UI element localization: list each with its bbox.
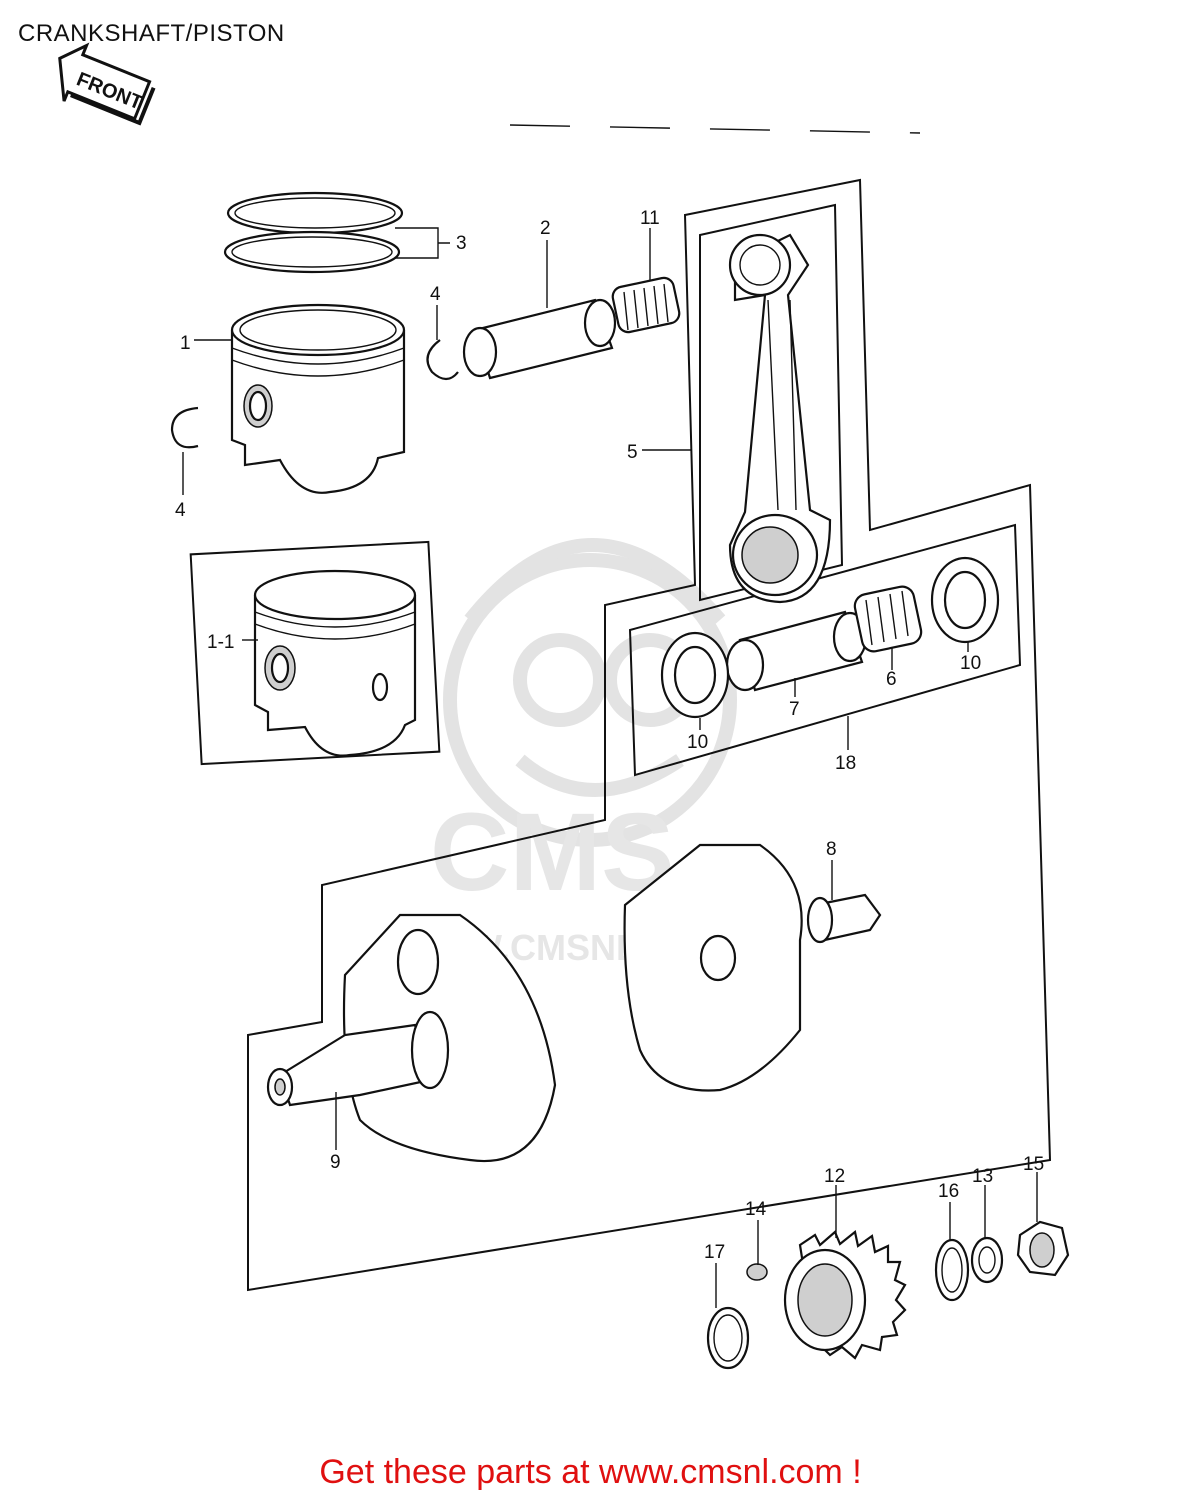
callout-15: 15	[1023, 1154, 1044, 1175]
callout-18: 18	[835, 753, 856, 774]
callout-1: 1	[180, 333, 191, 354]
callout-5: 5	[627, 442, 638, 463]
connecting-rod-kit-outline	[699, 203, 844, 602]
callout-13: 13	[972, 1166, 993, 1187]
callout-11: 11	[640, 208, 660, 229]
page-title: CRANKSHAFT/PISTON	[18, 20, 285, 47]
crankshaft-assembly-outline	[247, 178, 1052, 1292]
thrust-washer-left	[660, 631, 730, 719]
callout-10-right: 10	[960, 653, 981, 674]
crankshaft-nut	[1016, 1220, 1070, 1277]
piston	[230, 303, 406, 494]
connecting-rod	[728, 233, 832, 604]
callout-2: 2	[540, 218, 551, 239]
crank-pin	[725, 610, 868, 692]
thrust-washer-right	[930, 556, 1000, 644]
front-arrow-icon: FRONT	[58, 42, 156, 126]
piston-alt	[253, 569, 417, 757]
callout-9: 9	[330, 1152, 341, 1173]
callout-14: 14	[745, 1199, 767, 1220]
callout-1-1: 1-1	[207, 632, 234, 653]
crankshaft-gear	[783, 1230, 907, 1360]
big-end-bearing	[853, 585, 923, 653]
crankshaft-right-half	[623, 843, 882, 1092]
callout-16: 16	[938, 1181, 959, 1202]
piston-pin	[462, 298, 617, 380]
circlip-lower	[170, 406, 199, 449]
crankshaft-left-half	[266, 913, 557, 1163]
piston-option-outline	[189, 540, 441, 766]
callout-3: 3	[456, 233, 467, 254]
piston-rings	[223, 191, 404, 274]
callout-7: 7	[789, 699, 800, 720]
circlip-upper	[426, 339, 459, 381]
leader-lines	[182, 227, 1038, 1308]
footer-shop-link[interactable]: Get these parts at www.cmsnl.com !	[319, 1453, 862, 1491]
woodruff-key	[746, 1263, 768, 1281]
callout-17: 17	[704, 1242, 725, 1263]
toothed-washer	[970, 1236, 1004, 1284]
callout-8: 8	[826, 839, 837, 860]
lock-washer	[934, 1238, 970, 1302]
callout-12: 12	[824, 1166, 845, 1187]
small-end-bearing	[611, 276, 681, 334]
callout-4-upper: 4	[430, 284, 441, 305]
bearing-kit-outline	[628, 523, 1022, 777]
callout-4-lower: 4	[175, 500, 186, 521]
callout-6: 6	[886, 669, 897, 690]
watermark-brand: CMS	[430, 791, 674, 914]
callout-10-left: 10	[687, 732, 708, 753]
shim-washer	[706, 1306, 750, 1370]
